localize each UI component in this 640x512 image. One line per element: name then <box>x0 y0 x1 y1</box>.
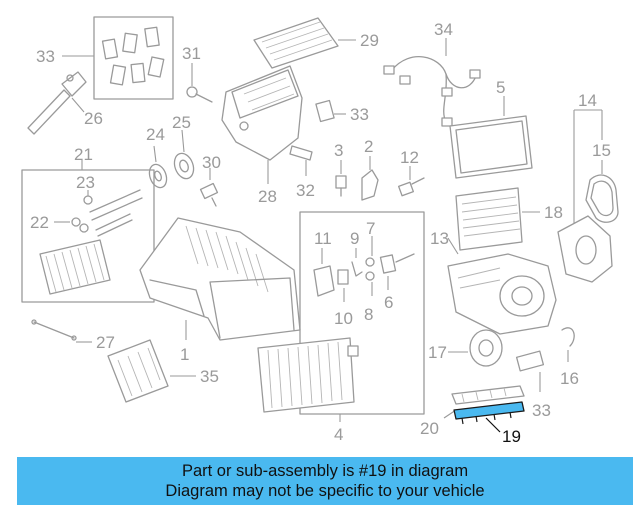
callout-19: 19 <box>502 427 521 446</box>
info-banner: Part or sub-assembly is #19 in diagram D… <box>17 457 633 505</box>
callout-31: 31 <box>182 44 201 63</box>
callout-33-middle: 33 <box>350 105 369 124</box>
part-26-sensor <box>27 71 87 135</box>
part-35-resistor <box>107 339 169 403</box>
callout-29: 29 <box>360 31 379 50</box>
callout-18: 18 <box>544 203 563 222</box>
part-20-bracket <box>451 385 525 405</box>
part-15-seal <box>585 174 619 223</box>
part-28-housing <box>221 65 303 161</box>
callout-26: 26 <box>84 109 103 128</box>
banner-line-1: Part or sub-assembly is #19 in diagram <box>181 462 469 480</box>
callout-33-bottom-right: 33 <box>532 401 551 420</box>
callout-16: 16 <box>560 369 579 388</box>
part-6-fitting <box>379 253 415 274</box>
part-5-frame <box>449 115 533 179</box>
callout-28: 28 <box>258 187 277 206</box>
part-21-heater-box <box>21 169 155 303</box>
callout-11: 11 <box>314 229 332 248</box>
part-10-gasket <box>337 269 349 285</box>
callout-2: 2 <box>364 137 373 156</box>
part-33-module <box>515 350 545 372</box>
callout-10: 10 <box>334 309 353 328</box>
callout-23: 23 <box>76 173 95 192</box>
part-27-rod <box>31 319 77 341</box>
part-17-motor <box>469 329 503 367</box>
part-23-tubes <box>83 189 143 237</box>
part-2-bracket <box>361 169 379 201</box>
part-13-blower-housing <box>447 253 557 335</box>
callout-14: 14 <box>578 91 597 110</box>
callout-20: 20 <box>420 419 439 438</box>
callout-8: 8 <box>364 305 373 324</box>
callout-30: 30 <box>202 153 221 172</box>
part-evaporator-core <box>257 337 359 413</box>
part-11-valve <box>313 265 335 297</box>
part-7-8-orings <box>365 257 375 281</box>
callout-13: 13 <box>430 229 449 248</box>
callout-32: 32 <box>296 181 315 200</box>
part-9-clip <box>351 261 363 277</box>
part-heater-core <box>39 239 111 295</box>
part-24-grommet <box>148 163 168 189</box>
part-16-clip <box>561 327 575 347</box>
callout-21: 21 <box>74 145 93 164</box>
part-33-clips-box <box>93 16 174 100</box>
part-29-filter <box>253 17 339 69</box>
part-3-fitting <box>335 175 347 197</box>
callout-4: 4 <box>334 425 343 444</box>
callout-7: 7 <box>366 219 375 238</box>
callout-22: 22 <box>30 213 49 232</box>
callout-35: 35 <box>200 367 219 386</box>
callout-27: 27 <box>96 333 115 352</box>
callout-33-top-left: 33 <box>36 47 55 66</box>
callout-24: 24 <box>146 125 165 144</box>
callout-25: 25 <box>172 113 191 132</box>
callout-1: 1 <box>180 345 189 364</box>
part-30-actuator <box>199 182 219 207</box>
part-19-highlighted[interactable] <box>453 401 525 425</box>
callout-17: 17 <box>428 343 447 362</box>
part-33-connector <box>315 99 335 123</box>
callout-6: 6 <box>384 293 393 312</box>
part-12-sensor <box>398 177 425 197</box>
callout-3: 3 <box>334 141 343 160</box>
banner-line-2: Diagram may not be specific to your vehi… <box>165 482 485 500</box>
part-25-motor <box>173 152 195 180</box>
callout-5: 5 <box>496 78 505 97</box>
parts-diagram: 33 26 31 29 28 33 <box>21 16 619 446</box>
callout-34: 34 <box>434 20 453 39</box>
part-1-lower-housing <box>139 217 301 341</box>
callout-9: 9 <box>350 229 359 248</box>
part-22-oring <box>71 217 89 233</box>
part-18-filter <box>455 187 523 251</box>
part-31-bolt <box>186 86 213 103</box>
part-side-module <box>557 215 613 283</box>
callout-15: 15 <box>592 141 611 160</box>
part-32-sensor <box>289 145 313 161</box>
callout-12: 12 <box>400 148 419 167</box>
part-34-wiring-harness <box>383 56 481 127</box>
